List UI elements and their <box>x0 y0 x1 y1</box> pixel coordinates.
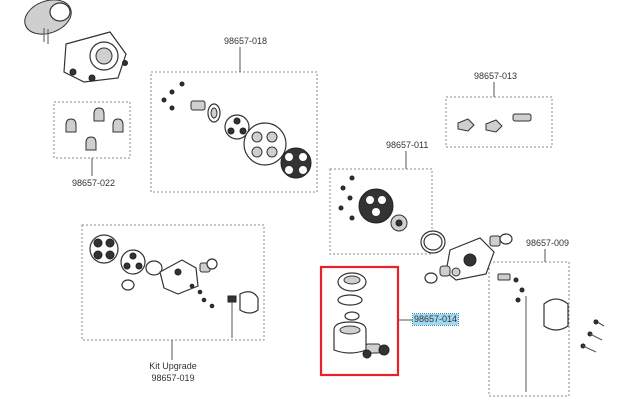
parts-013-illustration <box>457 113 532 133</box>
part-number-022[interactable]: 98657-022 <box>72 178 116 188</box>
parts-011-illustration <box>338 175 408 232</box>
part-number-011[interactable]: 98657-011 <box>386 140 429 150</box>
parts-019-illustration <box>89 234 259 338</box>
parts-014-illustration <box>333 272 390 359</box>
parts-018-illustration <box>161 81 312 179</box>
group-box-019 <box>81 224 265 341</box>
part-number-009[interactable]: 98657-009 <box>526 238 570 248</box>
part-number-013[interactable]: 98657-013 <box>474 71 518 81</box>
parts-022-illustration <box>65 107 124 151</box>
parts-009-illustration <box>497 273 605 392</box>
group-box-009 <box>488 261 570 397</box>
part-number-018[interactable]: 98657-018 <box>224 36 268 46</box>
part-number-014-highlighted[interactable]: 98657-014 <box>411 313 460 326</box>
group-box-018 <box>150 71 318 193</box>
motor-assembly-illustration <box>24 0 128 83</box>
part-number-019[interactable]: 98657-019 <box>151 373 195 383</box>
selected-part-frame[interactable] <box>319 265 400 377</box>
pump-head-illustration <box>420 230 513 284</box>
group-box-011 <box>329 168 433 255</box>
kit-upgrade-title: Kit Upgrade <box>149 361 197 371</box>
group-box-013 <box>445 96 553 148</box>
